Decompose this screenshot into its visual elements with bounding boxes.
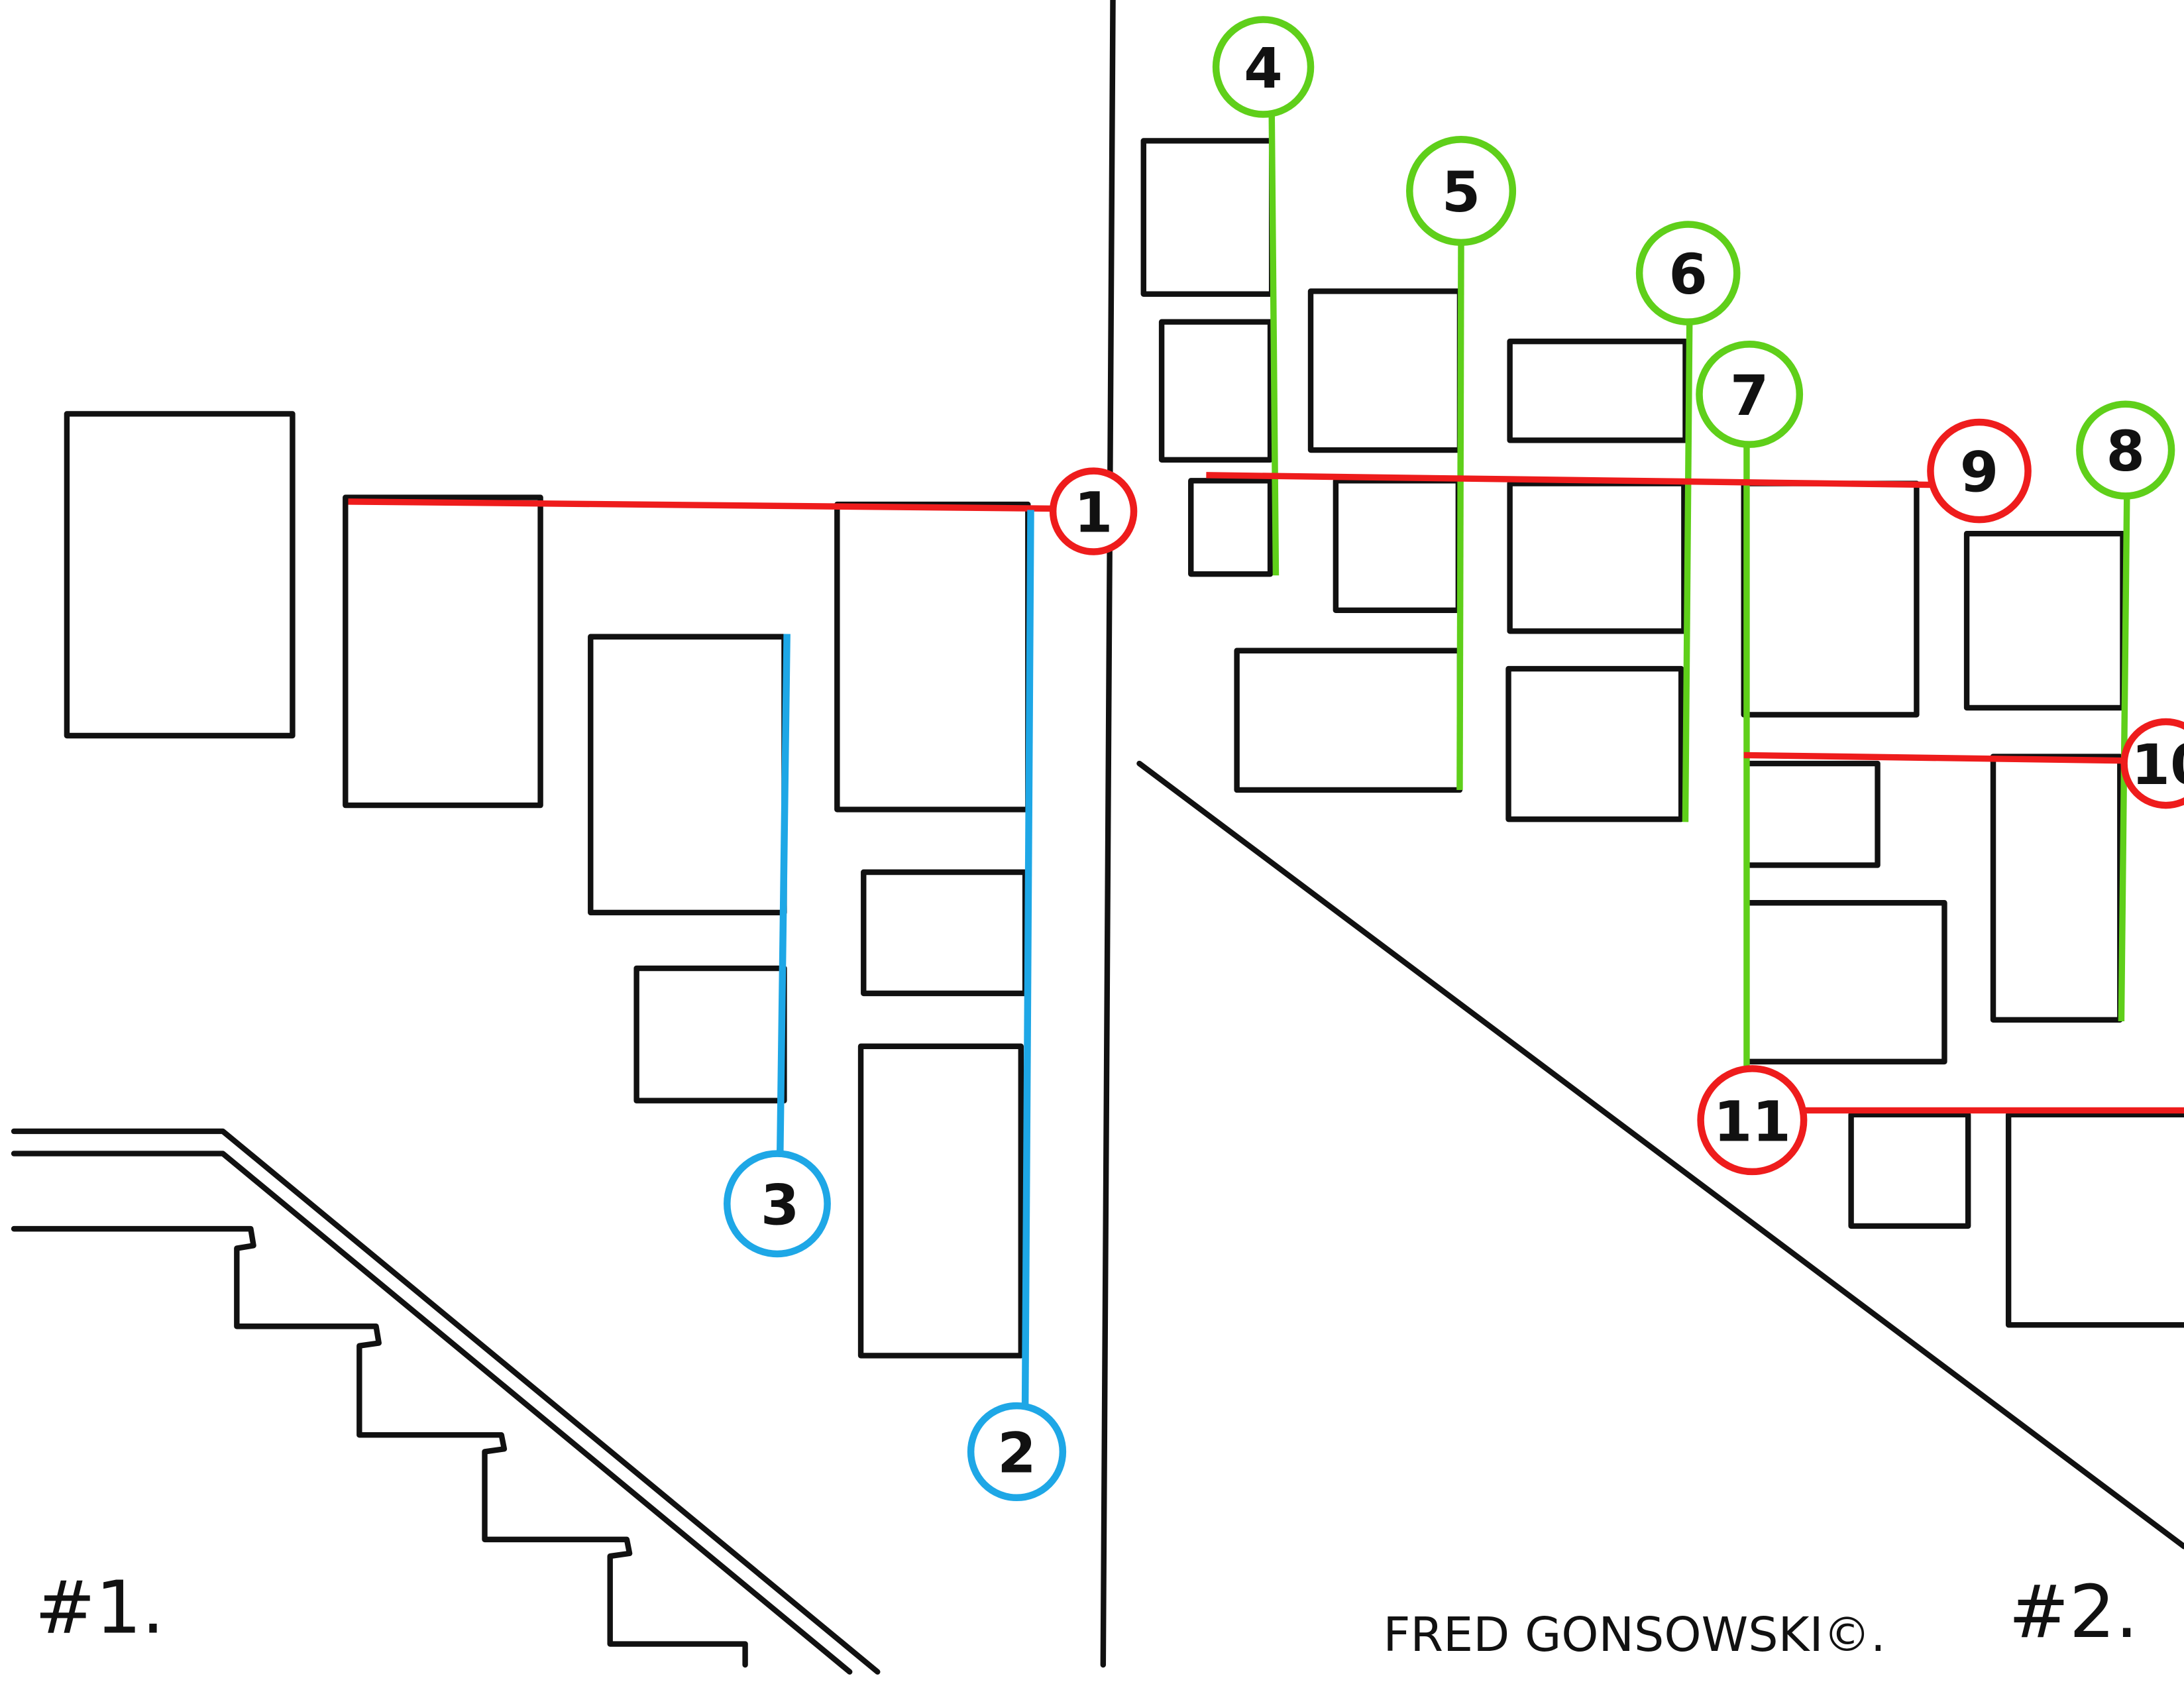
- frame: [588, 634, 787, 916]
- frame: [1333, 478, 1462, 614]
- marker-label: 1: [1074, 480, 1113, 545]
- panel-2-label: #2.: [2008, 1570, 2138, 1654]
- marker-9: 9: [1927, 418, 2032, 524]
- panel-2: 4 5 6 7 8 9 10 11 FRED GONSOW: [1136, 16, 2184, 1662]
- marker-label: 11: [1714, 1089, 1791, 1154]
- frame: [1234, 648, 1463, 793]
- marker-8: 8: [2076, 400, 2175, 500]
- marker-label: 2: [997, 1421, 1036, 1486]
- frame: [2005, 1111, 2184, 1328]
- frame: [1158, 319, 1274, 463]
- frame: [1990, 754, 2123, 1023]
- guide-line-9: [1206, 472, 1936, 488]
- frame: [1307, 288, 1463, 453]
- guide-line-10: [1743, 752, 2132, 764]
- guide-line-4: [1268, 109, 1280, 576]
- guide-line-6: [1682, 317, 1693, 822]
- marker-11: 11: [1697, 1065, 1808, 1176]
- marker-label: 7: [1730, 363, 1769, 428]
- frame: [1743, 900, 1947, 1065]
- marker-3: 3: [724, 1150, 831, 1258]
- marker-label: 10: [2131, 732, 2184, 797]
- marker-label: 5: [1442, 160, 1481, 225]
- frame: [1741, 480, 1920, 718]
- guide-line-1: [348, 498, 1050, 512]
- marker-6: 6: [1635, 221, 1741, 325]
- frame: [1140, 138, 1275, 297]
- marker-2: 2: [967, 1402, 1067, 1502]
- marker-label: 9: [1960, 440, 1999, 505]
- frame: [64, 411, 296, 739]
- guide-line-5: [1456, 237, 1464, 790]
- frame: [1507, 480, 1687, 634]
- guide-line-2: [1021, 510, 1034, 1408]
- guide-line-3: [776, 634, 791, 1160]
- marker-label: 6: [1668, 242, 1708, 307]
- marker-7: 7: [1696, 341, 1804, 448]
- staircase: [11, 1128, 881, 1675]
- frame: [1505, 665, 1684, 822]
- frame: [1963, 530, 2126, 711]
- marker-4: 4: [1212, 16, 1315, 118]
- frame: [857, 1043, 1024, 1359]
- staircase-rail: [1136, 760, 2184, 1549]
- frame: [834, 501, 1031, 813]
- frame: [633, 965, 787, 1103]
- panel-1-label: #1.: [35, 1566, 165, 1650]
- frame: [1848, 1111, 1971, 1229]
- panel-divider: [1100, 0, 1116, 1668]
- marker-1: 1: [1049, 467, 1138, 555]
- panel-1: 1 2 3 #1.: [11, 411, 1138, 1675]
- frame: [1743, 760, 1881, 868]
- artist-signature: FRED GONSOWSKI©.: [1383, 1607, 1885, 1662]
- frame: [1507, 338, 1688, 443]
- marker-label: 8: [2106, 419, 2145, 484]
- marker-10: 10: [2120, 718, 2184, 809]
- frame: [1188, 478, 1274, 577]
- marker-5: 5: [1406, 136, 1517, 247]
- marker-label: 4: [1244, 36, 1283, 101]
- marker-label: 3: [761, 1172, 800, 1237]
- frame: [861, 869, 1028, 997]
- frame: [343, 494, 543, 809]
